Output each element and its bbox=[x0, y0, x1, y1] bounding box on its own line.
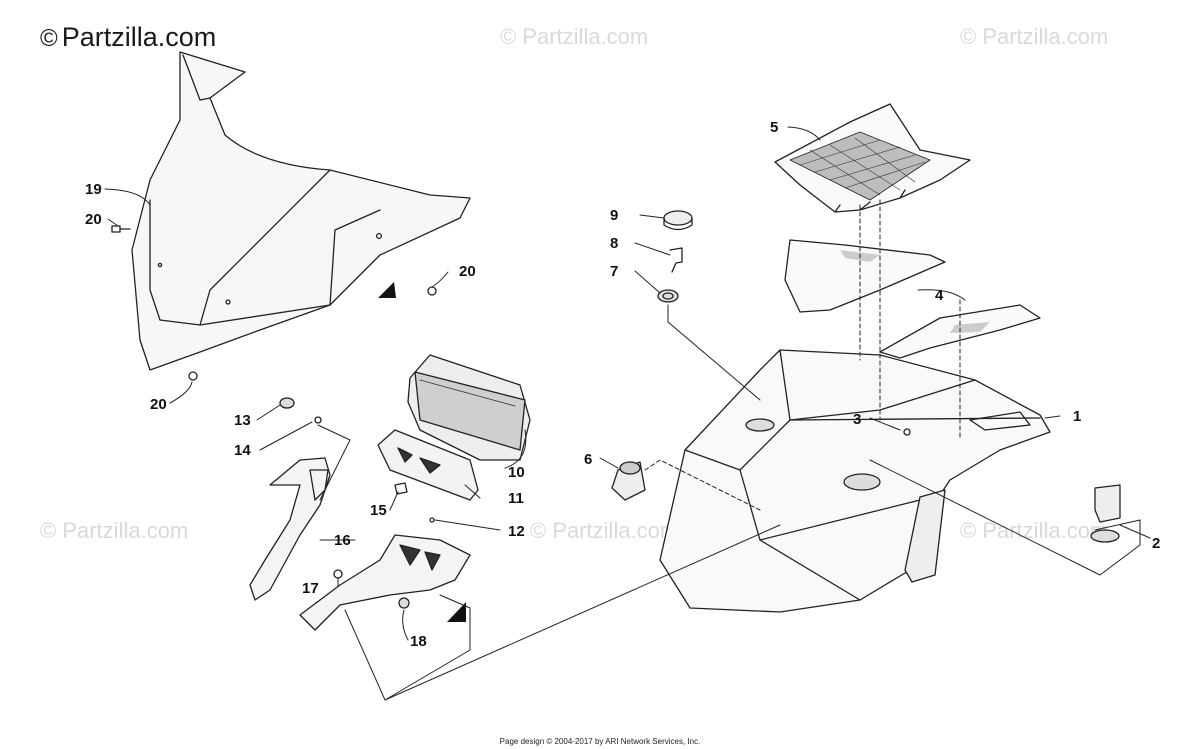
screw bbox=[903, 428, 911, 436]
screw bbox=[111, 225, 131, 233]
faint-watermark: © Partzilla.com bbox=[960, 518, 1109, 543]
gauge-bracket bbox=[377, 429, 479, 501]
callout-label: 9 bbox=[610, 207, 618, 224]
gauge-cluster bbox=[407, 354, 531, 461]
grommet bbox=[314, 416, 322, 424]
page-footer: Page design © 2004-2017 by ARI Network S… bbox=[499, 737, 701, 746]
faint-watermark: © Partzilla.com bbox=[500, 24, 649, 49]
callout-label: 10 bbox=[508, 464, 525, 481]
callout-label: 2 bbox=[1152, 535, 1160, 552]
callout-label: 19 bbox=[85, 181, 102, 198]
callout-label: 15 bbox=[370, 502, 387, 519]
callout-label: 5 bbox=[770, 119, 778, 136]
callout-label: 8 bbox=[610, 235, 618, 252]
callout-label: 20 bbox=[85, 211, 102, 228]
ignition-key bbox=[669, 247, 683, 273]
callout-label: 12 bbox=[508, 523, 525, 540]
copyright-symbol: © bbox=[40, 25, 58, 52]
callout-label: 4 bbox=[935, 287, 944, 304]
windshield bbox=[131, 51, 471, 371]
lens-upper bbox=[784, 239, 946, 313]
ignition-nut bbox=[657, 289, 679, 303]
faint-watermark: © Partzilla.com bbox=[40, 518, 189, 543]
callout-label: 17 bbox=[302, 580, 319, 597]
callout-label: 7 bbox=[610, 263, 618, 280]
callout-label: 14 bbox=[234, 442, 251, 459]
callout-label: 11 bbox=[508, 490, 524, 507]
callout-label: 18 bbox=[410, 633, 427, 650]
callout-label: 13 bbox=[234, 412, 251, 429]
power-outlet bbox=[1090, 484, 1121, 543]
switch bbox=[611, 461, 646, 501]
storage-net bbox=[774, 103, 971, 213]
arrow-marker bbox=[378, 282, 396, 298]
callout-label: 20 bbox=[459, 263, 476, 280]
leader-lines bbox=[104, 126, 1151, 701]
mount-bracket-left bbox=[249, 457, 331, 601]
partzilla-watermark-text: Partzilla.com bbox=[61, 22, 217, 52]
callout-labels: 1 2 3 4 5 6 7 8 9 10 11 12 13 14 15 16 1… bbox=[85, 119, 1160, 650]
nut bbox=[279, 397, 295, 409]
screw bbox=[333, 569, 343, 579]
callout-label: 16 bbox=[334, 532, 351, 549]
partzilla-watermark: ©Partzilla.com bbox=[40, 22, 216, 53]
bolt bbox=[394, 482, 408, 495]
pin bbox=[429, 517, 435, 523]
callout-label: 1 bbox=[1073, 408, 1081, 425]
callout-label: 6 bbox=[584, 451, 592, 468]
screw bbox=[427, 286, 437, 296]
mount-bracket-right bbox=[299, 534, 471, 631]
nut bbox=[398, 597, 410, 609]
washer bbox=[188, 371, 198, 381]
faint-watermark: © Partzilla.com bbox=[960, 24, 1109, 49]
ignition-cap bbox=[663, 210, 693, 231]
faint-watermark: © Partzilla.com bbox=[530, 518, 679, 543]
callout-label: 20 bbox=[150, 396, 167, 413]
arrow-marker bbox=[447, 602, 466, 622]
hood bbox=[659, 349, 1051, 613]
callout-label: 3 bbox=[853, 411, 861, 428]
